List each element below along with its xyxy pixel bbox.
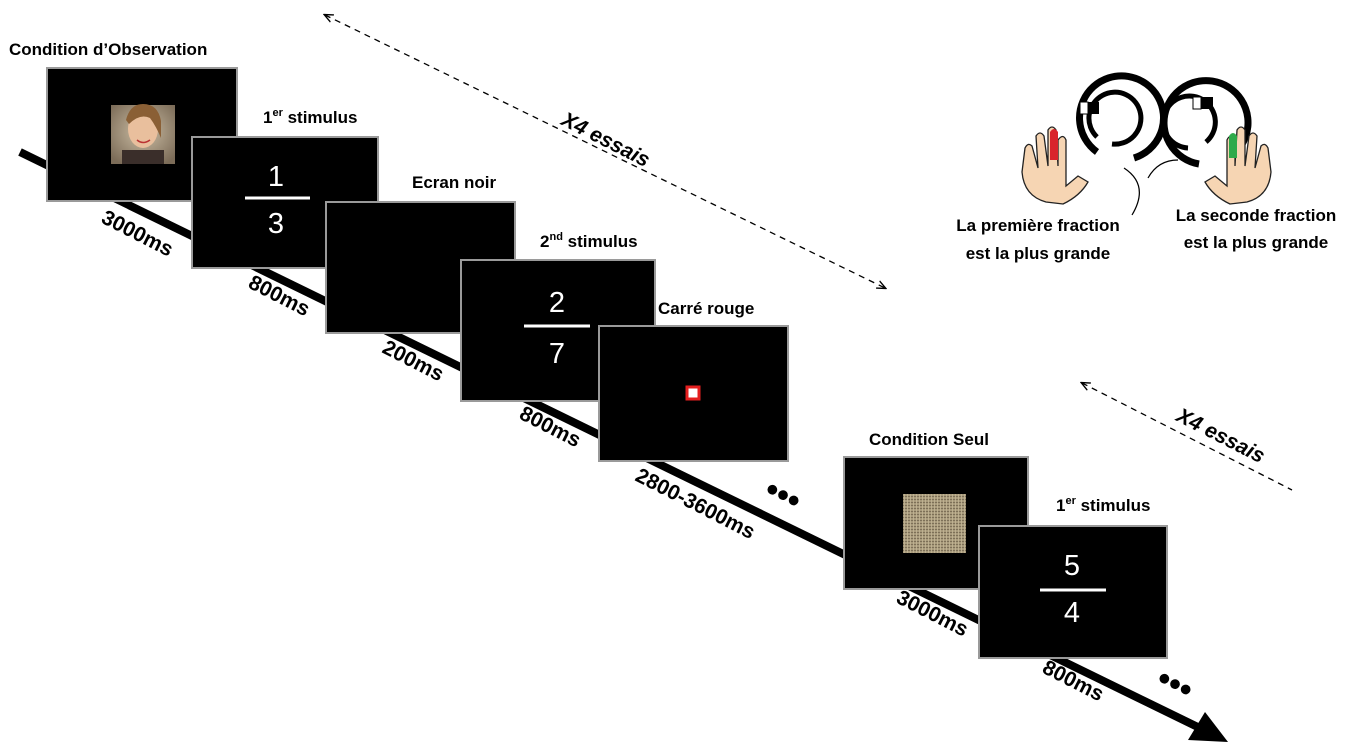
- condition-alone-label: Condition Seul: [869, 430, 989, 449]
- response-first-line1: La première fraction: [956, 216, 1119, 235]
- red-square-label: Carré rouge: [658, 299, 754, 318]
- duration-label: 3000ms: [98, 206, 177, 261]
- green-finger: [1229, 133, 1237, 158]
- repetition-arrow-top: [325, 15, 885, 288]
- first-stimulus-label: 1er stimulus: [1056, 495, 1151, 515]
- fraction-denominator: 3: [268, 208, 284, 240]
- repetition-label-bottom: X4 essais: [1172, 404, 1269, 468]
- timeline-arrowhead: [1188, 712, 1228, 742]
- repetition-arrow-bottom: [1082, 383, 1293, 491]
- right-response-dial: [1160, 77, 1252, 168]
- fraction-numerator: 1: [268, 161, 284, 193]
- response-second-line1: La seconde fraction: [1176, 206, 1337, 225]
- condition-observation-label: Condition d’Observation: [9, 40, 207, 59]
- screen-first-stimulus-5-4: 5 4: [978, 525, 1168, 659]
- scrambled-texture: [903, 494, 966, 553]
- response-first-line2: est la plus grande: [966, 244, 1111, 263]
- screen-observation-face: [46, 67, 238, 202]
- black-screen-label: Ecran noir: [412, 173, 496, 192]
- left-hand-icon: [1021, 126, 1089, 205]
- connector-line: [1123, 167, 1140, 216]
- fraction-numerator: 2: [549, 287, 565, 319]
- red-finger: [1050, 129, 1058, 160]
- right-hand-icon: [1204, 126, 1272, 205]
- left-response-dial: [1076, 72, 1168, 162]
- second-stimulus-label: 2nd stimulus: [540, 231, 638, 251]
- connector-line: [1147, 159, 1179, 179]
- screen-red-square: [598, 325, 789, 462]
- red-square: [685, 385, 701, 401]
- first-stimulus-label: 1er stimulus: [263, 107, 358, 127]
- fraction-denominator: 4: [1064, 597, 1080, 629]
- ellipsis: •••: [1150, 659, 1199, 709]
- fraction-denominator: 7: [549, 338, 565, 370]
- response-keys-illustration: La première fraction est la plus grande …: [956, 72, 1337, 263]
- repetition-label-top: X4 essais: [557, 108, 654, 172]
- fraction-numerator: 5: [1064, 550, 1080, 582]
- response-second-line2: est la plus grande: [1184, 233, 1329, 252]
- screen-alone-condition: [843, 456, 1029, 590]
